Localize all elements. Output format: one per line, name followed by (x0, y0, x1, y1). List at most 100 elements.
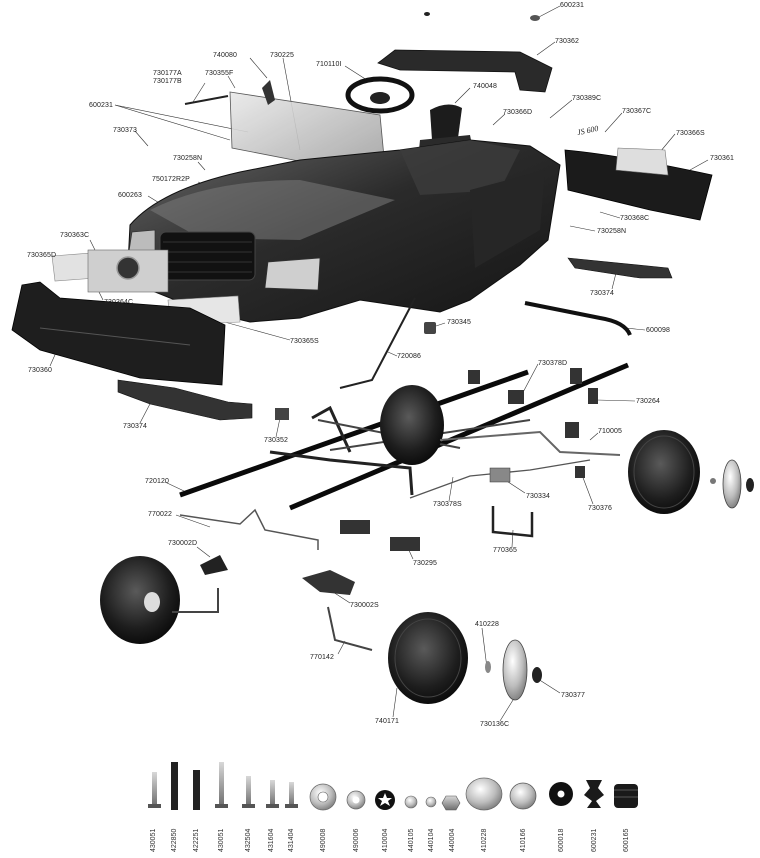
front-right-tread (394, 618, 462, 698)
hardware-label-7: 431404 (288, 828, 295, 852)
car-door (470, 170, 545, 268)
chassis-bracket-4 (588, 388, 598, 404)
part-730345 (424, 322, 436, 334)
label-730334: 730334 (526, 493, 550, 500)
label-730264: 730264 (636, 398, 660, 405)
hardware-label-17: 600231 (591, 828, 598, 852)
rod-720086 (339, 297, 416, 389)
chassis-bracket-1 (468, 370, 480, 384)
label-770022: 770022 (148, 511, 172, 518)
chassis-bracket-3 (570, 368, 582, 384)
rear-right-tread (633, 435, 695, 509)
tail-light (615, 147, 669, 176)
label-730362: 730362 (555, 38, 579, 45)
nut-730377 (532, 667, 542, 683)
label-730366D: 730366D (503, 109, 533, 116)
label-770365: 770365 (493, 547, 517, 554)
label-740171: 740171 (375, 718, 399, 725)
hardware-label-13: 440004 (449, 828, 456, 852)
l-rod-770142 (327, 606, 373, 651)
label-750172R2P: 750172R2P (152, 176, 190, 183)
chassis-bracket-5 (565, 422, 579, 438)
front-left-axle (172, 588, 219, 613)
front-bumper (11, 281, 226, 386)
hardware-label-11: 440105 (408, 828, 415, 852)
label-730377: 730377 (561, 692, 585, 699)
hardware-label-1: 430051 (150, 828, 157, 852)
seat-back (430, 104, 462, 140)
hose (524, 301, 632, 336)
label-710110: 710110I (316, 61, 342, 68)
drive-motor-wheel (380, 385, 444, 465)
rear-right-washer (710, 478, 716, 484)
front-right-tire (388, 612, 468, 704)
label-730177A: 730177A (153, 70, 182, 77)
screw-410228 (485, 661, 491, 673)
rear-right-nut (746, 478, 754, 492)
block-2 (390, 537, 420, 551)
label-730355F: 730355F (205, 70, 234, 77)
hardware-label-9: 490006 (353, 828, 360, 852)
front-right-hubcap (502, 639, 528, 701)
rear-spoiler (377, 49, 553, 93)
rear-right-hubcap (722, 459, 742, 509)
knuckle-left (200, 555, 228, 575)
label-410228: 410228 (475, 621, 499, 628)
label-730374-right: 730374 (590, 290, 614, 297)
u-bracket-770365 (491, 506, 534, 538)
headlight-right (264, 257, 321, 291)
hardware-label-4: 430051 (218, 828, 225, 852)
interior (400, 140, 520, 195)
hardware-label-3: 422251 (193, 828, 200, 852)
label-600098: 600098 (646, 327, 670, 334)
label-730258N-right: 730258N (597, 228, 627, 235)
hardware-label-5: 432504 (245, 828, 252, 852)
label-600263: 600263 (118, 192, 142, 199)
label-720120: 720120 (145, 478, 169, 485)
hardware-label-14: 410228 (481, 828, 488, 852)
mirror-left (262, 80, 275, 105)
hardware-label-12: 440104 (428, 828, 435, 852)
label-730365D: 730365D (27, 252, 57, 259)
label-730345: 730345 (447, 319, 471, 326)
steering-wheel (345, 76, 415, 114)
part-730376 (575, 466, 585, 478)
part-730334 (489, 467, 511, 483)
label-730360: 730360 (28, 367, 52, 374)
label-730373: 730373 (113, 127, 137, 134)
label-730376: 730376 (588, 505, 612, 512)
front-left-tire (100, 556, 180, 644)
label-730389C: 730389C (572, 95, 602, 102)
label-730352: 730352 (264, 437, 288, 444)
label-770142: 770142 (310, 654, 334, 661)
chassis (179, 362, 629, 511)
label-730295: 730295 (413, 560, 437, 567)
hardware-label-16: 600018 (558, 828, 565, 852)
hood-highlight (150, 180, 395, 240)
grille (159, 231, 256, 281)
label-730366S: 730366S (676, 130, 705, 137)
front-left-hub (144, 592, 160, 612)
label-740048: 740048 (473, 83, 497, 90)
label-730365S: 730365S (290, 338, 319, 345)
cap-top (530, 15, 540, 21)
chassis-bracket-2 (508, 390, 524, 404)
steering-rod (179, 508, 319, 550)
small-dot (424, 12, 430, 16)
label-710005: 710005 (598, 428, 622, 435)
label-730177B: 730177B (153, 78, 182, 85)
hardware-label-8: 490008 (320, 828, 327, 852)
label-600231-top: 600231 (560, 2, 584, 9)
hardware-label-2: 422850 (171, 828, 178, 852)
label-730363C: 730363C (60, 232, 90, 239)
label-730361: 730361 (710, 155, 734, 162)
block-1 (340, 520, 370, 534)
rear-right-tire (628, 430, 700, 514)
knuckle-right (302, 570, 355, 595)
hardware-label-15: 410166 (520, 828, 527, 852)
wiper (184, 95, 229, 105)
label-740080: 740080 (213, 52, 237, 59)
badge-emblem (116, 256, 140, 280)
